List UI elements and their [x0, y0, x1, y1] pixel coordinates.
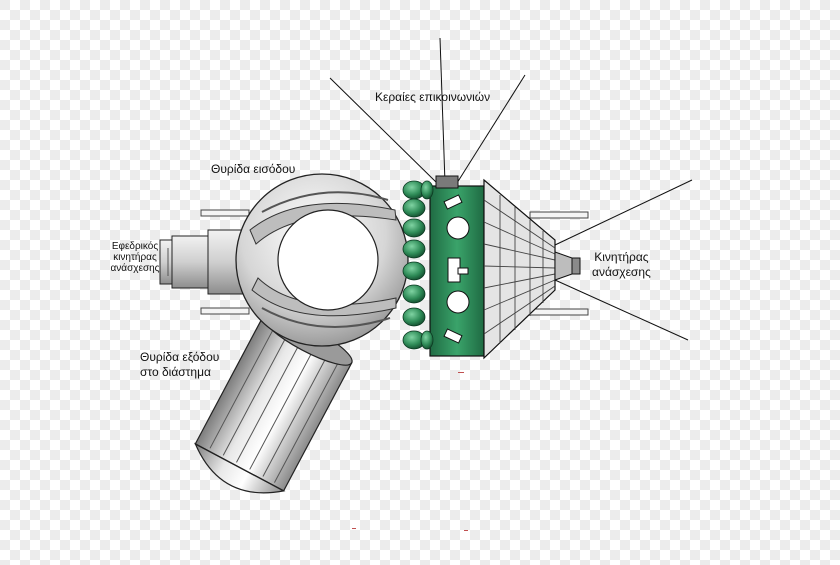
label-communication-antennas: Κεραίες επικοινωνιών [375, 90, 491, 104]
label-exit-hatch-line2: στο διάστημα [140, 365, 211, 379]
label-exit-hatch-line1: Θυρίδα εξόδου [140, 350, 220, 364]
label-backup-engine-line3: ανάσχεσης [110, 263, 160, 274]
stray-marks [352, 372, 468, 531]
label-retro-engine-line1: Κινητήρας [594, 250, 649, 264]
bead-ring [402, 180, 434, 350]
label-entry-hatch: Θυρίδα εισόδου [211, 162, 296, 176]
label-backup-engine: Εφεδρικός κινητήρας ανάσχεσης [104, 241, 166, 274]
side-stubs [200, 209, 589, 316]
antenna-lines [329, 37, 693, 341]
label-backup-engine-line1: Εφεδρικός [111, 241, 159, 252]
label-retro-engine: Κινητήρας ανάσχεσης [592, 250, 651, 280]
label-retro-engine-line2: ανάσχεσης [592, 265, 651, 279]
label-exit-hatch: Θυρίδα εξόδου στο διάστημα [140, 350, 219, 380]
retro-engine-cone [483, 178, 581, 360]
instrument-module [402, 175, 485, 357]
label-backup-engine-line2: κινητήρας [113, 252, 157, 263]
descent-sphere [235, 173, 409, 347]
entry-hatch-window [277, 209, 379, 311]
